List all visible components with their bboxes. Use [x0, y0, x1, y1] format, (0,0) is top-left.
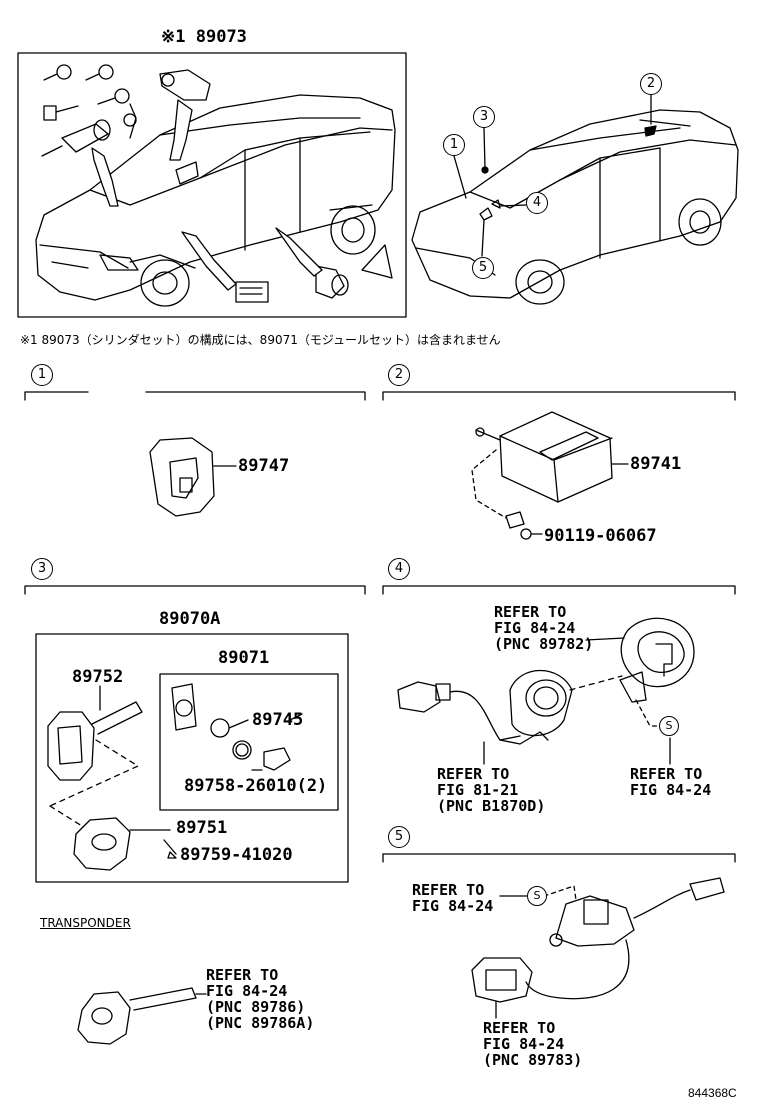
transponder-header: TRANSPONDER — [40, 916, 131, 930]
transponder-key-drawing — [77, 987, 207, 1045]
callout-5: 5 — [472, 257, 494, 279]
kit-label: ※1 89073 — [161, 27, 247, 47]
set-89070A-box — [35, 633, 349, 883]
ref-line: (PNC 89782) — [494, 635, 594, 653]
callout-leaders — [453, 94, 652, 257]
ref-line: REFER TO — [437, 765, 510, 783]
part-89071-label: 89071 — [218, 648, 270, 668]
kit-composition-note: ※1 89073（シリンダセット）の構成には、89071（モジュールセット）は含… — [20, 333, 501, 347]
ref-line: FIG 84-24 — [494, 619, 576, 637]
callout-s-5: S — [527, 886, 547, 906]
set-89070A-parts — [47, 683, 303, 871]
part-89070A-label: 89070A — [159, 609, 221, 629]
section-5-number: 5 — [388, 826, 410, 848]
callout-1: 1 — [443, 134, 465, 156]
section-1-number: 1 — [31, 364, 53, 386]
callout-2: 2 — [640, 73, 662, 95]
part-89747-drawing — [149, 437, 237, 517]
set-89071-box — [159, 673, 339, 811]
part-89741-drawing — [471, 411, 629, 540]
section-2-number: 2 — [388, 364, 410, 386]
ref-line: FIG 81-21 — [437, 781, 519, 799]
callout-s-4: S — [659, 716, 679, 736]
callout-4: 4 — [526, 192, 548, 214]
kit-pointer-arrows — [91, 99, 323, 291]
section-4-parts — [397, 617, 695, 765]
ref-line: REFER TO — [483, 1019, 556, 1037]
ref-line: FIG 84-24 — [483, 1035, 565, 1053]
callout-3: 3 — [473, 106, 495, 128]
ref-line: FIG 84-24 — [412, 897, 494, 915]
part-89759-label: 89759-41020 — [180, 845, 293, 865]
ref-line: REFER TO — [494, 603, 567, 621]
car-illustration-right — [411, 109, 739, 305]
section-3-number: 3 — [31, 558, 53, 580]
ref-line: (PNC B1870D) — [437, 797, 546, 815]
car-illustration-left — [35, 94, 396, 307]
part-89758-label: 89758-26010(2) — [184, 776, 328, 796]
ref-line: FIG 84-24 — [206, 982, 288, 1000]
section-divider-lines — [24, 391, 736, 863]
ref-line: FIG 84-24 — [630, 781, 712, 799]
part-89747-label: 89747 — [238, 456, 290, 476]
part-89741-label: 89741 — [630, 454, 682, 474]
kit-89073-box — [17, 52, 407, 318]
ref-line: REFER TO — [630, 765, 703, 783]
ref-line: REFER TO — [206, 966, 279, 984]
section-4-number: 4 — [388, 558, 410, 580]
ref-line: (PNC 89786) — [206, 998, 306, 1016]
diagram-code: 844368C — [688, 1086, 737, 1100]
part-89751-label: 89751 — [176, 818, 228, 838]
kit-marker: ※1 — [161, 27, 186, 47]
part-90119-label: 90119-06067 — [544, 526, 657, 546]
ref-line: (PNC 89783) — [483, 1051, 583, 1069]
kit-part-number: 89073 — [195, 27, 247, 47]
ref-line: (PNC 89786A) — [206, 1014, 315, 1032]
part-89752-label: 89752 — [72, 667, 124, 687]
section-5-parts — [471, 877, 725, 1019]
kit-keys-and-cylinders — [41, 64, 349, 303]
ref-line: REFER TO — [412, 881, 485, 899]
part-89745-label: 89745 — [252, 710, 304, 730]
